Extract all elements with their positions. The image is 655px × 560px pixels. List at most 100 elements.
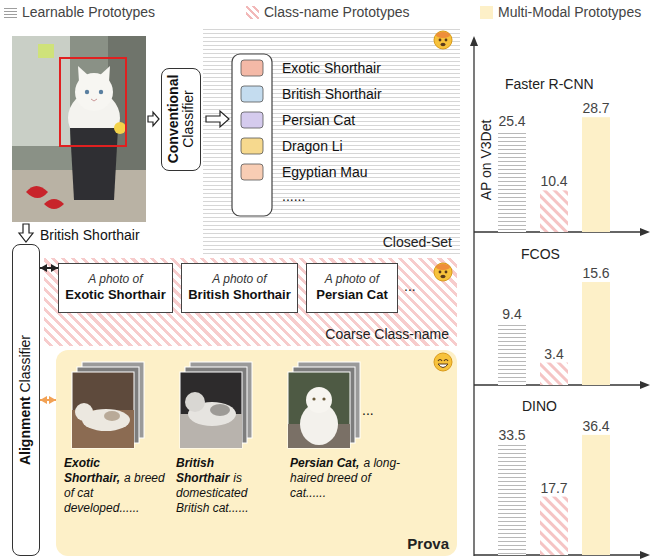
panel-title: Closed-Set [383, 234, 452, 250]
input-photo [99, 66, 110, 82]
legend-item: Learnable Prototypes [4, 3, 155, 21]
prototype-list [241, 112, 263, 128]
bar-value: 36.4 [571, 416, 621, 436]
rotated-label: AlignmentClassifier [18, 335, 33, 465]
emoji-face [434, 353, 452, 371]
emoji-face [434, 353, 452, 371]
emoji-face [434, 263, 452, 281]
prompt-box: A photo ofExotic Shorthair [58, 263, 173, 313]
bar [582, 282, 610, 385]
classifier-label: Classifier [181, 75, 196, 164]
bar [498, 444, 526, 555]
emoji-face [434, 31, 452, 49]
classifier-label: Classifier [18, 335, 33, 393]
class-name: Egyptian Mau [282, 162, 368, 182]
chart-title: FCOS [521, 244, 560, 264]
hollow-arrow [206, 111, 229, 127]
bar-value: 3.4 [529, 344, 579, 364]
emoji-face [441, 275, 446, 279]
ellipsis: ...... [282, 186, 305, 206]
emoji-face [441, 43, 446, 47]
legend-text: Multi-Modal Prototypes [498, 4, 641, 20]
chart-title: DINO [522, 396, 557, 416]
axis-title: AP on V3Det [476, 120, 496, 201]
input-photo [44, 199, 64, 209]
input-photo [12, 36, 146, 222]
class-name: Exotic Shorthair [282, 58, 381, 78]
photo-stack [288, 372, 350, 448]
panel-title: Prova [407, 535, 449, 552]
classifier-label: Conventional [166, 75, 181, 164]
bar-value: 25.4 [487, 111, 537, 131]
legend-item: Multi-Modal Prototypes [480, 3, 641, 21]
image-label: British Shorthair [40, 225, 140, 245]
chart-axis [473, 44, 474, 556]
ellipsis: ... [362, 400, 374, 420]
bar [540, 363, 568, 385]
chart-axis [470, 36, 478, 46]
emoji-face [434, 263, 452, 281]
photo-stack [185, 392, 205, 412]
class-name: Dragon Li [282, 136, 343, 156]
prova-panel: Prova [56, 350, 457, 556]
prompt-text: A photo of [325, 272, 379, 288]
input-photo [26, 186, 48, 198]
class-name: British Shorthair [282, 84, 382, 104]
legend-swatch [4, 6, 17, 19]
chart-axis [474, 231, 642, 232]
photo-stack [77, 367, 139, 443]
bar [540, 190, 568, 232]
prompt-text: A photo of [88, 272, 142, 288]
photo-stack [75, 403, 93, 421]
classifier-box: ConventionalClassifier [161, 68, 201, 171]
photo-stack [180, 372, 242, 448]
input-photo [91, 99, 97, 101]
input-photo [108, 36, 146, 222]
input-photo [12, 170, 146, 222]
bar [498, 323, 526, 385]
prototype-list [232, 54, 272, 216]
photo-stack [82, 362, 144, 438]
photo-stack [190, 362, 252, 438]
class-name: Exotic Shorthair [65, 287, 165, 304]
photo-stack [306, 387, 332, 413]
class-name: Persian Cat [282, 110, 355, 130]
caption-name: British Shorthair [176, 456, 229, 485]
input-photo [60, 58, 126, 146]
bar-group [498, 117, 610, 555]
caption: British Shorthairis domesticated British… [176, 456, 282, 516]
chart-axis [474, 384, 642, 385]
emoji-face [439, 39, 442, 42]
input-photo [38, 44, 54, 58]
photo-stack [180, 414, 242, 448]
prompt-box: A photo ofPersian Cat [306, 263, 398, 313]
class-name: British Shorthair [188, 287, 291, 304]
bar-value: 10.4 [529, 171, 579, 191]
legend-swatch [246, 6, 259, 19]
bar [582, 435, 610, 555]
input-photo [12, 36, 70, 146]
emoji-face [438, 360, 442, 362]
bar-value: 9.4 [487, 304, 537, 324]
photo-stack [82, 409, 130, 431]
bar-value: 28.7 [571, 98, 621, 118]
photo-stack [300, 403, 338, 445]
panel-title-wrap: Coarse Class-name [325, 326, 449, 342]
prototype-list [241, 164, 263, 180]
photo-stack [293, 367, 355, 443]
input-photo [99, 90, 103, 94]
input-photo [12, 36, 146, 222]
caption-name: Persian Cat, [290, 456, 359, 470]
bar-value: 33.5 [487, 425, 537, 445]
chart-axis [474, 554, 642, 555]
bar-value: 17.7 [529, 478, 579, 498]
chart-axis [640, 551, 650, 559]
legend-item: Class-name Prototypes [246, 3, 410, 21]
emoji-face [436, 264, 450, 270]
photo-stack [288, 362, 360, 448]
prototype-list [241, 60, 263, 76]
rotated-label: ConventionalClassifier [166, 75, 197, 164]
legend-text: Class-name Prototypes [264, 4, 410, 20]
input-photo [70, 128, 118, 200]
emoji-face [438, 364, 448, 368]
